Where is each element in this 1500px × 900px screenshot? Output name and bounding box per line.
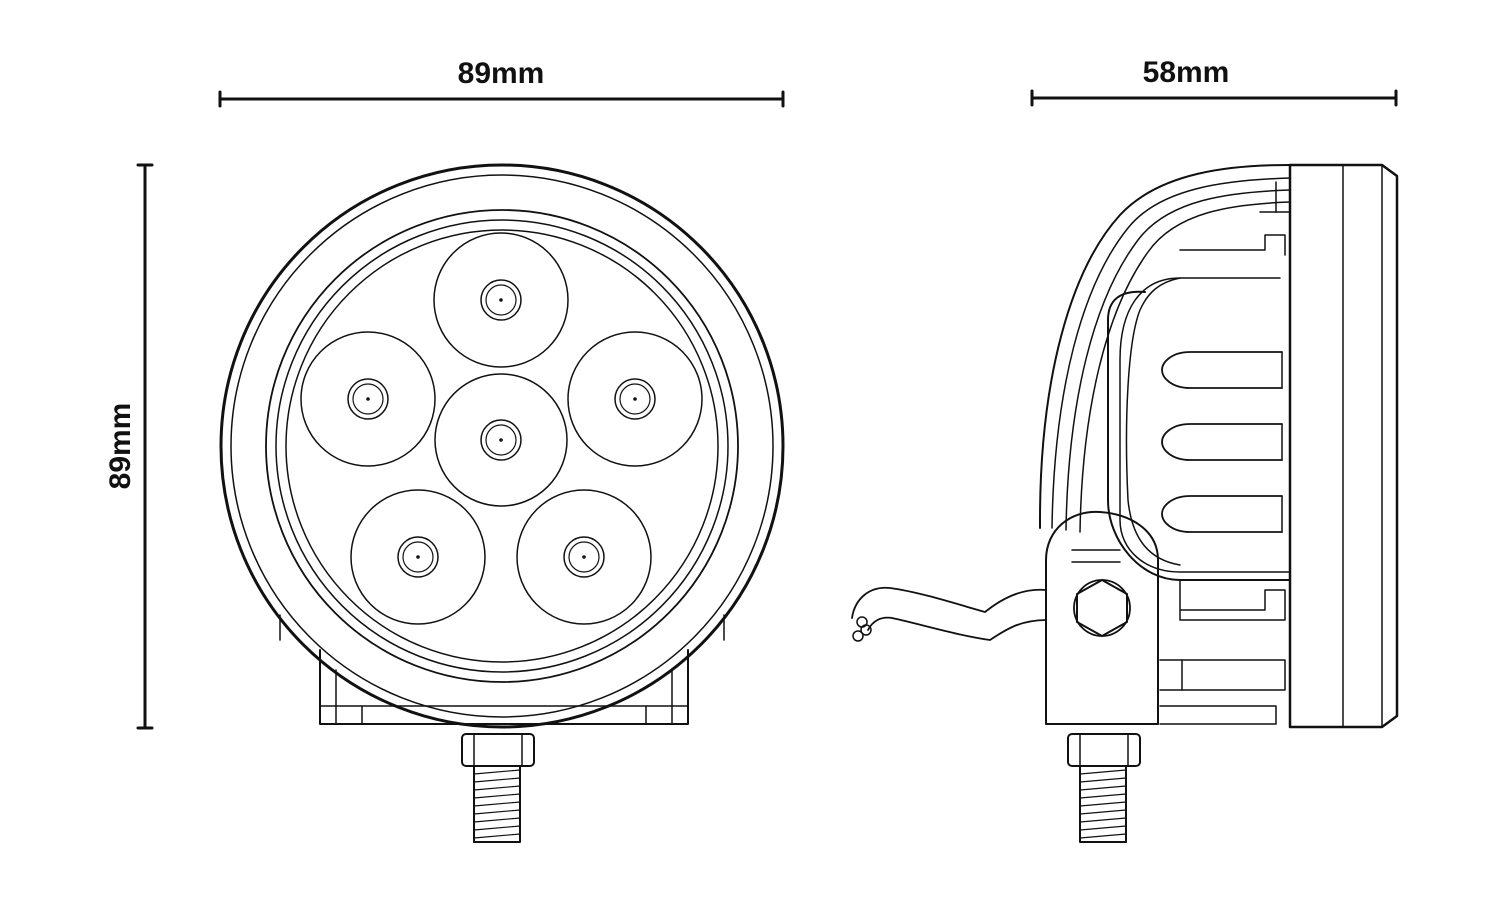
housing-outer-ring	[219, 163, 785, 729]
front-width-label: 89mm	[458, 57, 545, 90]
dimension-side-depth: 58mm	[1030, 56, 1398, 107]
mounting-bolt-side	[1067, 733, 1141, 843]
side-bracket	[1045, 510, 1159, 725]
side-depth-label: 58mm	[1143, 56, 1230, 89]
hex-bolt-head	[1076, 579, 1128, 637]
housing-back-curves	[1039, 164, 1291, 533]
led-reflector-right	[567, 331, 703, 467]
mounting-bracket	[279, 614, 725, 725]
lens-inner-ring	[285, 229, 719, 663]
dimension-front-height: 89mm	[104, 163, 154, 730]
lens-ring	[275, 219, 729, 673]
lens-outer-ring	[265, 209, 739, 683]
mounting-bolt-front	[461, 733, 535, 843]
front-height-label: 89mm	[104, 403, 137, 490]
dimension-front-width: 89mm	[218, 57, 785, 108]
heat-sink-body	[1107, 211, 1291, 725]
led-reflector-top	[433, 232, 569, 368]
power-cable	[851, 586, 1047, 642]
led-reflector-bottom-left	[350, 489, 486, 625]
side-bezel	[1288, 163, 1399, 729]
led-reflector-left	[300, 331, 436, 467]
side-view	[851, 163, 1399, 843]
housing-bezel-ring	[230, 174, 774, 718]
led-reflector-center	[434, 373, 568, 507]
led-reflector-bottom-right	[516, 489, 652, 625]
front-view	[219, 163, 785, 843]
